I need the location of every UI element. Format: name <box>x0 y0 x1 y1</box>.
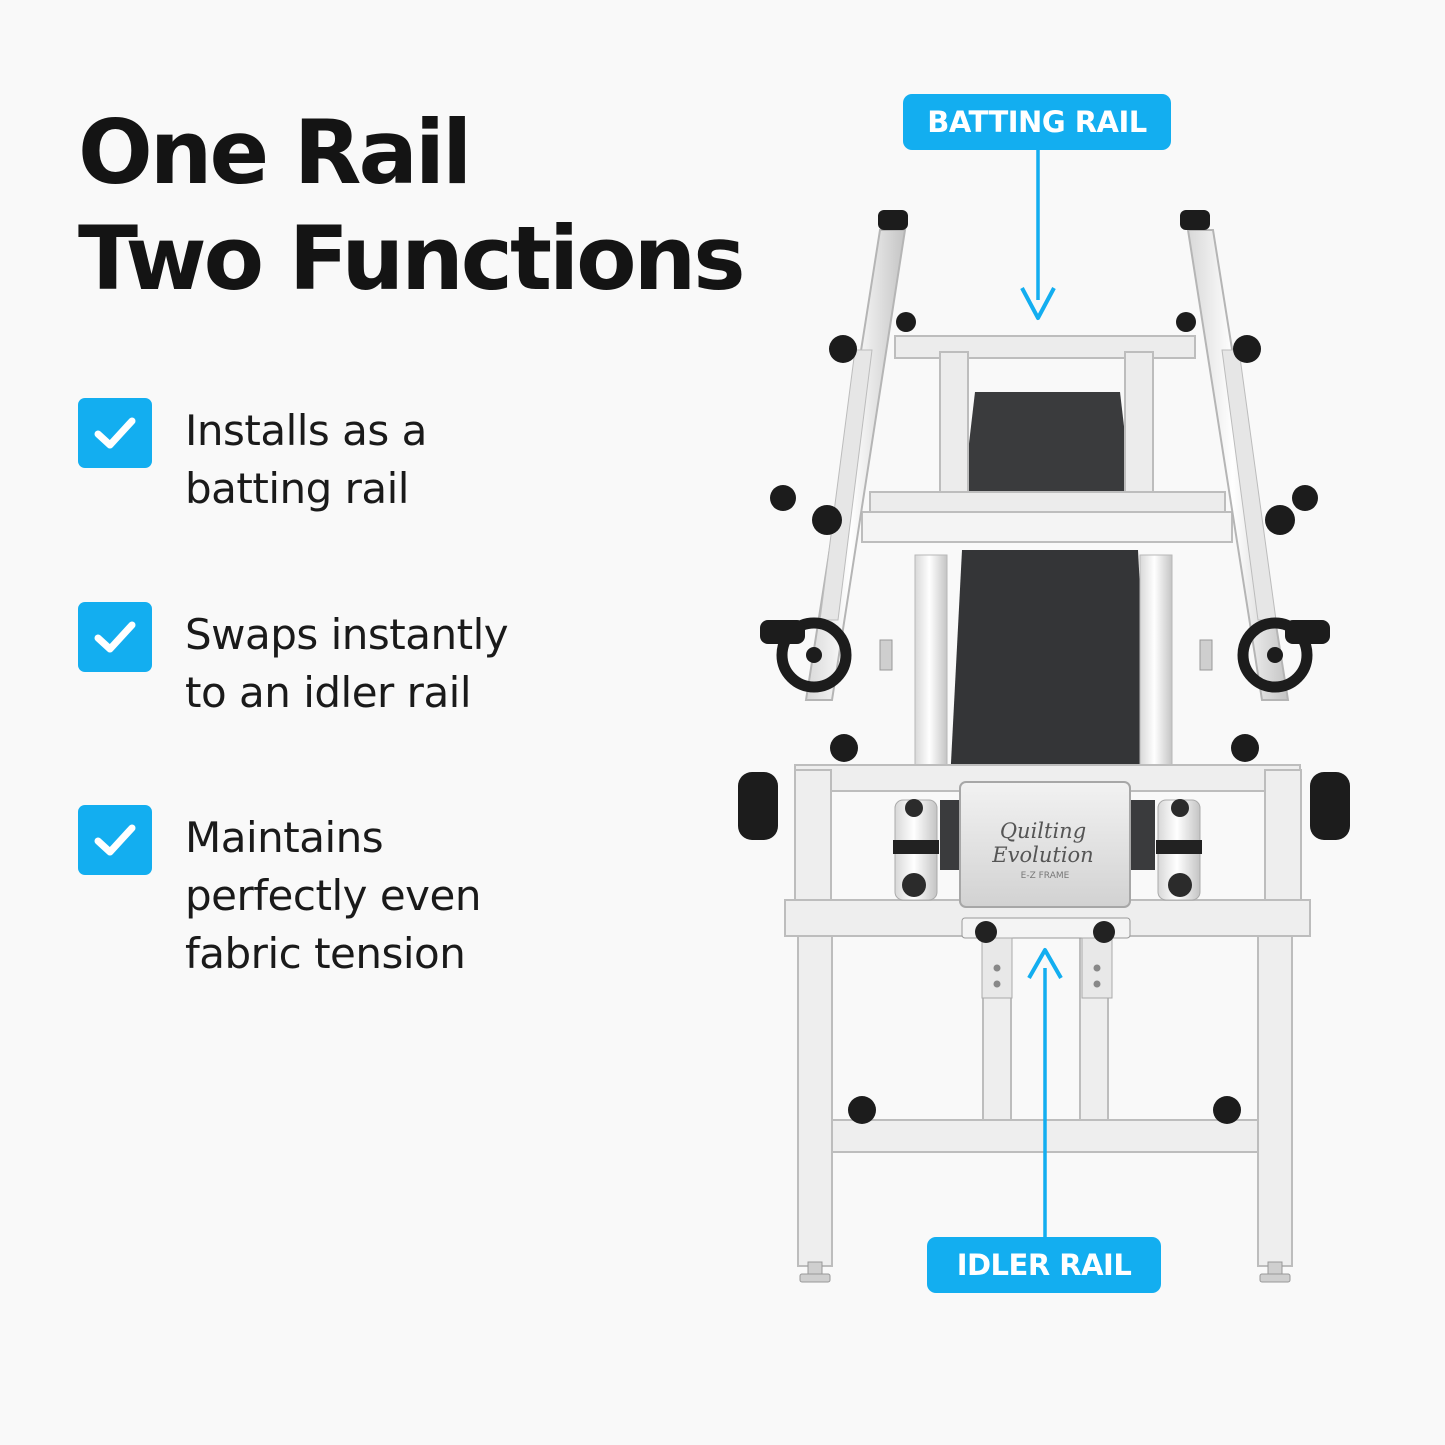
inner-rollers <box>914 554 1173 791</box>
lower-rollers <box>893 799 1202 901</box>
feature-text: Maintains perfectly even fabric tension <box>185 809 481 983</box>
upper-frame <box>861 335 1233 543</box>
feature-line: batting rail <box>185 464 409 513</box>
leveling-feet <box>799 639 1291 1283</box>
headline: One Rail Two Functions <box>78 100 746 312</box>
feature-item-tension: Maintains perfectly even fabric tension <box>78 805 481 983</box>
feature-line: Swaps instantly <box>185 610 509 659</box>
brand-line-1: Quilting <box>1000 819 1086 843</box>
feature-line: to an idler rail <box>185 668 472 717</box>
brand-line-2: Evolution <box>991 843 1093 867</box>
brand-plate: Quilting Evolution E-Z FRAME <box>959 781 1131 908</box>
side-rails <box>804 229 1290 701</box>
feature-text: Installs as a batting rail <box>185 402 427 518</box>
headline-line-2: Two Functions <box>78 207 746 310</box>
headline-line-1: One Rail <box>78 101 472 204</box>
feature-item-batting: Installs as a batting rail <box>78 398 427 518</box>
checkmark-icon <box>78 602 152 672</box>
checkmark-icon <box>78 398 152 468</box>
feature-text: Swaps instantly to an idler rail <box>185 606 509 722</box>
batting-rail-arrow <box>1020 150 1056 320</box>
model-label: E-Z FRAME <box>1021 871 1070 881</box>
feature-line: Installs as a <box>185 406 427 455</box>
checkmark-icon <box>78 805 152 875</box>
feature-item-idler: Swaps instantly to an idler rail <box>78 602 509 722</box>
center-bracket <box>961 917 1131 999</box>
knob-icons <box>738 210 1350 1124</box>
feature-line: fabric tension <box>185 929 466 978</box>
feature-line: perfectly even <box>185 871 481 920</box>
batting-rail-callout: BATTING RAIL <box>903 94 1171 150</box>
idler-rail-callout: IDLER RAIL <box>927 1237 1161 1293</box>
feature-line: Maintains <box>185 813 384 862</box>
idler-rail-arrow <box>1027 948 1063 1238</box>
hand-wheels <box>760 617 1330 693</box>
